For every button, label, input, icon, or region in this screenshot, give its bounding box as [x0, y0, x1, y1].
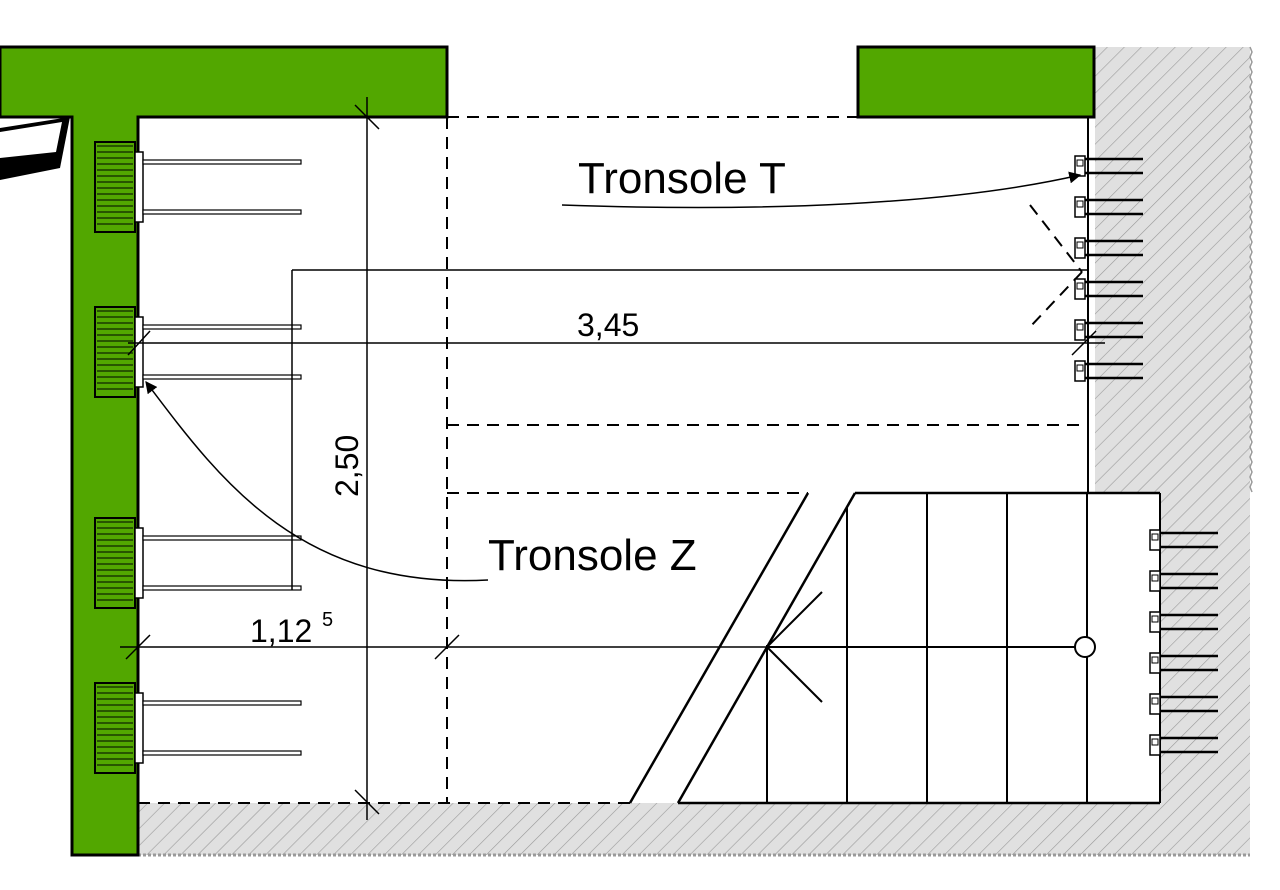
- green-wall-left: [0, 45, 449, 857]
- existing-wall-right-lower: [1160, 493, 1250, 803]
- anchor-right: [1149, 693, 1218, 715]
- dimension-offset-superscript: 5: [322, 609, 333, 631]
- label-tronsole-t: Tronsole T: [578, 154, 786, 203]
- green-wall-top-right: [856, 45, 1096, 119]
- cantilever-anchors-right: [1074, 155, 1218, 756]
- anchor-right: [1074, 196, 1143, 218]
- anchor-right: [1149, 611, 1218, 633]
- dimension-height: 2,50: [329, 435, 365, 497]
- anchor-right: [1074, 237, 1143, 259]
- anchor-plate-left: [94, 682, 302, 774]
- anchor-right: [1149, 734, 1218, 756]
- arrow-tronsole-z: [145, 381, 489, 582]
- anchor-right: [1074, 278, 1143, 300]
- stair-start-circle: [1074, 636, 1096, 658]
- anchor-plate-left: [94, 141, 302, 233]
- dashed-outline-landing: [138, 116, 1088, 804]
- label-tronsole-z: Tronsole Z: [488, 531, 697, 580]
- dimension-offset: 1,12: [250, 613, 312, 649]
- anchor-right: [1149, 570, 1218, 592]
- stair-flight: [628, 491, 1160, 805]
- anchor-plate-left: [94, 517, 302, 609]
- dimension-lines: [120, 97, 1105, 820]
- arrow-tronsole-t: [561, 171, 1082, 209]
- existing-wall-right: [1095, 46, 1253, 493]
- cantilever-anchors-left: [94, 141, 302, 774]
- existing-floor-bottom: [138, 803, 1250, 857]
- anchor-right: [1074, 319, 1143, 341]
- swing-lines-right: [1029, 204, 1083, 328]
- anchor-right: [1074, 360, 1143, 382]
- anchor-right: [1149, 529, 1218, 551]
- dimension-width: 3,45: [577, 307, 639, 343]
- anchor-right: [1149, 652, 1218, 674]
- anchor-plate-left: [94, 306, 302, 398]
